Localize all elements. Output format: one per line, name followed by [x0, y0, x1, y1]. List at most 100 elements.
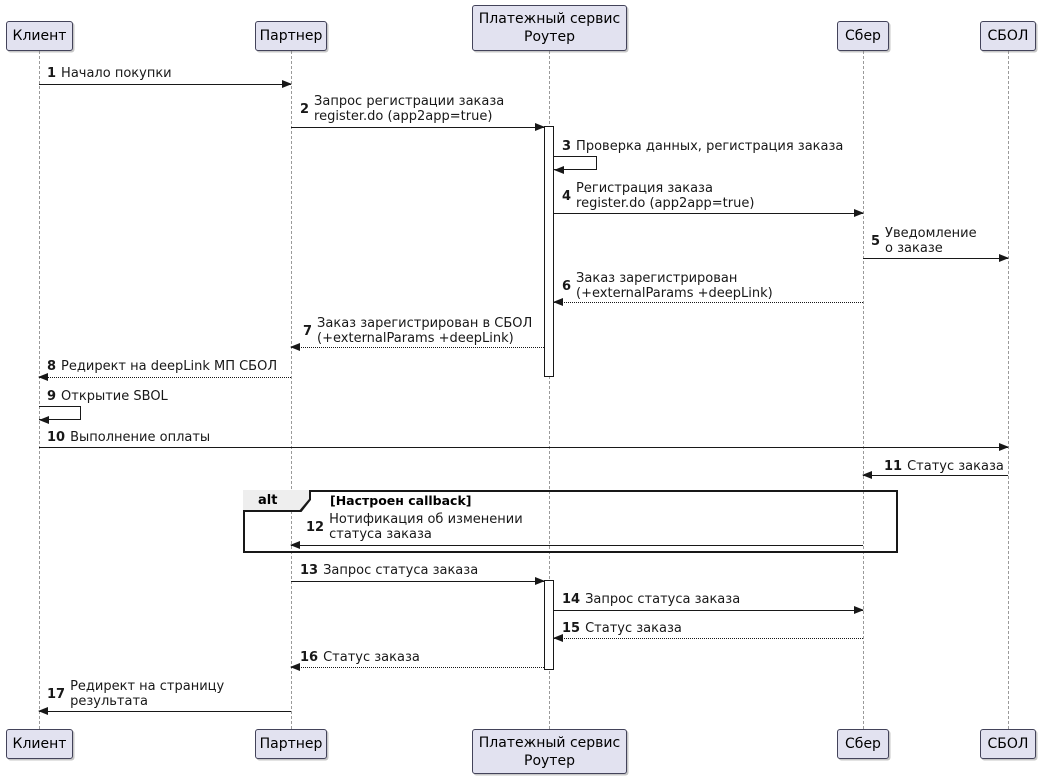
message-6-arrow [553, 298, 863, 306]
message-7-text: Заказ зарегистрирован в СБОЛ [317, 316, 533, 331]
arrowhead-left-icon [290, 343, 300, 351]
message-5-number: 5 [871, 233, 881, 249]
message-1-label: 1 Начало покупки [47, 66, 172, 81]
arrowhead-right-icon [999, 254, 1009, 262]
message-6-text: (+externalParams +deepLink) [576, 286, 773, 301]
message-12-text: Нотификация об изменении [329, 512, 523, 527]
message-15-arrow [553, 634, 863, 642]
message-5-text: о заказе [885, 241, 943, 256]
message-2-number: 2 [300, 101, 310, 117]
message-3-label: 3 Проверка данных, регистрация заказа [562, 139, 843, 154]
message-12-arrow [290, 541, 863, 549]
message-12-label: 12 Нотификация об изменении статуса зака… [306, 512, 523, 542]
message-14-number: 14 [562, 592, 581, 607]
message-16-number: 16 [300, 650, 319, 665]
arrowhead-left-icon [290, 663, 300, 671]
message-7-label: 7 Заказ зарегистрирован в СБОЛ (+externa… [303, 316, 532, 346]
message-9-label: 9 Открытие SBOL [47, 389, 168, 404]
participant-label: Партнер [259, 28, 323, 44]
message-10-text: Выполнение оплаты [70, 430, 211, 445]
lifeline-sbol [1008, 51, 1009, 729]
message-8-text: Редирект на deepLink МП СБОЛ [61, 359, 278, 374]
participant-label: Клиент [12, 28, 67, 44]
message-7-number: 7 [303, 323, 313, 339]
arrowhead-right-icon [854, 209, 864, 217]
message-13-arrow [291, 577, 545, 585]
activation-bar-router-1 [544, 126, 554, 377]
participant-label: Роутер [524, 752, 575, 769]
message-10-arrow [39, 443, 1009, 451]
message-4-arrow [554, 209, 864, 217]
message-14-arrow [554, 606, 864, 614]
message-8-number: 8 [47, 359, 57, 374]
participant-label: Платежный сервис [478, 11, 621, 27]
message-16-text: Статус заказа [323, 650, 420, 665]
message-10-label: 10 Выполнение оплаты [47, 430, 210, 445]
message-17-label: 17 Редирект на страницу результата [47, 679, 224, 709]
message-17-arrow [38, 707, 291, 715]
arrowhead-left-icon [38, 707, 48, 715]
message-9-text: Открытие SBOL [61, 389, 168, 404]
lifeline-partner [291, 51, 292, 729]
message-11-number: 11 [884, 459, 903, 474]
message-12-number: 12 [306, 519, 325, 535]
message-17-text: результата [70, 694, 148, 709]
message-11-text: Статус заказа [907, 459, 1004, 474]
message-1-arrow [39, 80, 292, 88]
message-4-label: 4 Регистрация заказа register.do (app2ap… [562, 181, 754, 211]
participant-client-bottom: Клиент [6, 729, 73, 759]
alt-frame [243, 490, 898, 553]
message-6-label: 6 Заказ зарегистрирован (+externalParams… [562, 271, 773, 301]
message-2-label: 2 Запрос регистрации заказа register.do … [300, 94, 504, 124]
message-6-number: 6 [562, 278, 572, 294]
message-8-label: 8 Редирект на deepLink МП СБОЛ [47, 359, 277, 374]
message-3-number: 3 [562, 139, 572, 154]
message-1-number: 1 [47, 66, 57, 81]
message-13-number: 13 [300, 563, 319, 578]
message-14-text: Запрос статуса заказа [585, 592, 741, 607]
message-2-text: register.do (app2app=true) [314, 109, 493, 124]
message-17-text: Редирект на страницу [70, 679, 225, 694]
message-11-arrow [862, 471, 1008, 479]
message-1-text: Начало покупки [61, 66, 172, 81]
message-11-label: 11 Статус заказа [884, 459, 1004, 474]
message-16-label: 16 Статус заказа [300, 650, 420, 665]
message-2-text: Запрос регистрации заказа [314, 94, 505, 109]
participant-label: СБОЛ [987, 736, 1029, 752]
participant-partner-bottom: Партнер [255, 729, 327, 759]
message-9-number: 9 [47, 389, 57, 404]
arrowhead-right-icon [535, 577, 545, 585]
participant-client-top: Клиент [6, 21, 73, 51]
participant-router-bottom: Платежный сервис Роутер [472, 729, 627, 774]
participant-sbol-bottom: СБОЛ [980, 729, 1036, 759]
arrowhead-left-icon [553, 634, 563, 642]
message-6-text: Заказ зарегистрирован [576, 271, 738, 286]
arrowhead-left-icon [38, 373, 48, 381]
message-9-self-arrow [39, 406, 81, 424]
message-15-label: 15 Статус заказа [562, 621, 682, 636]
message-13-text: Запрос статуса заказа [323, 563, 479, 578]
message-16-arrow [290, 663, 544, 671]
participant-router-top: Платежный сервис Роутер [472, 5, 627, 51]
participant-label: Партнер [259, 736, 323, 752]
message-17-number: 17 [47, 686, 66, 702]
message-14-label: 14 Запрос статуса заказа [562, 592, 740, 607]
lifeline-sber [863, 51, 864, 729]
message-5-label: 5 Уведомление о заказе [871, 226, 977, 256]
message-8-arrow [38, 373, 291, 381]
arrowhead-right-icon [282, 80, 292, 88]
participant-sbol-top: СБОЛ [980, 21, 1036, 51]
message-2-arrow [291, 123, 545, 131]
lifeline-router [549, 51, 550, 729]
message-15-text: Статус заказа [585, 621, 682, 636]
activation-bar-router-2 [544, 580, 554, 670]
message-4-text: register.do (app2app=true) [576, 196, 755, 211]
participant-label: Сбер [845, 736, 881, 752]
participant-partner-top: Партнер [255, 21, 327, 51]
alt-operator-tab: alt [243, 490, 311, 512]
message-3-text: Проверка данных, регистрация заказа [576, 139, 844, 154]
arrowhead-right-icon [854, 606, 864, 614]
alt-guard-label: [Настроен callback] [330, 493, 472, 508]
message-7-text: (+externalParams +deepLink) [317, 331, 514, 346]
arrowhead-left-icon [553, 298, 563, 306]
